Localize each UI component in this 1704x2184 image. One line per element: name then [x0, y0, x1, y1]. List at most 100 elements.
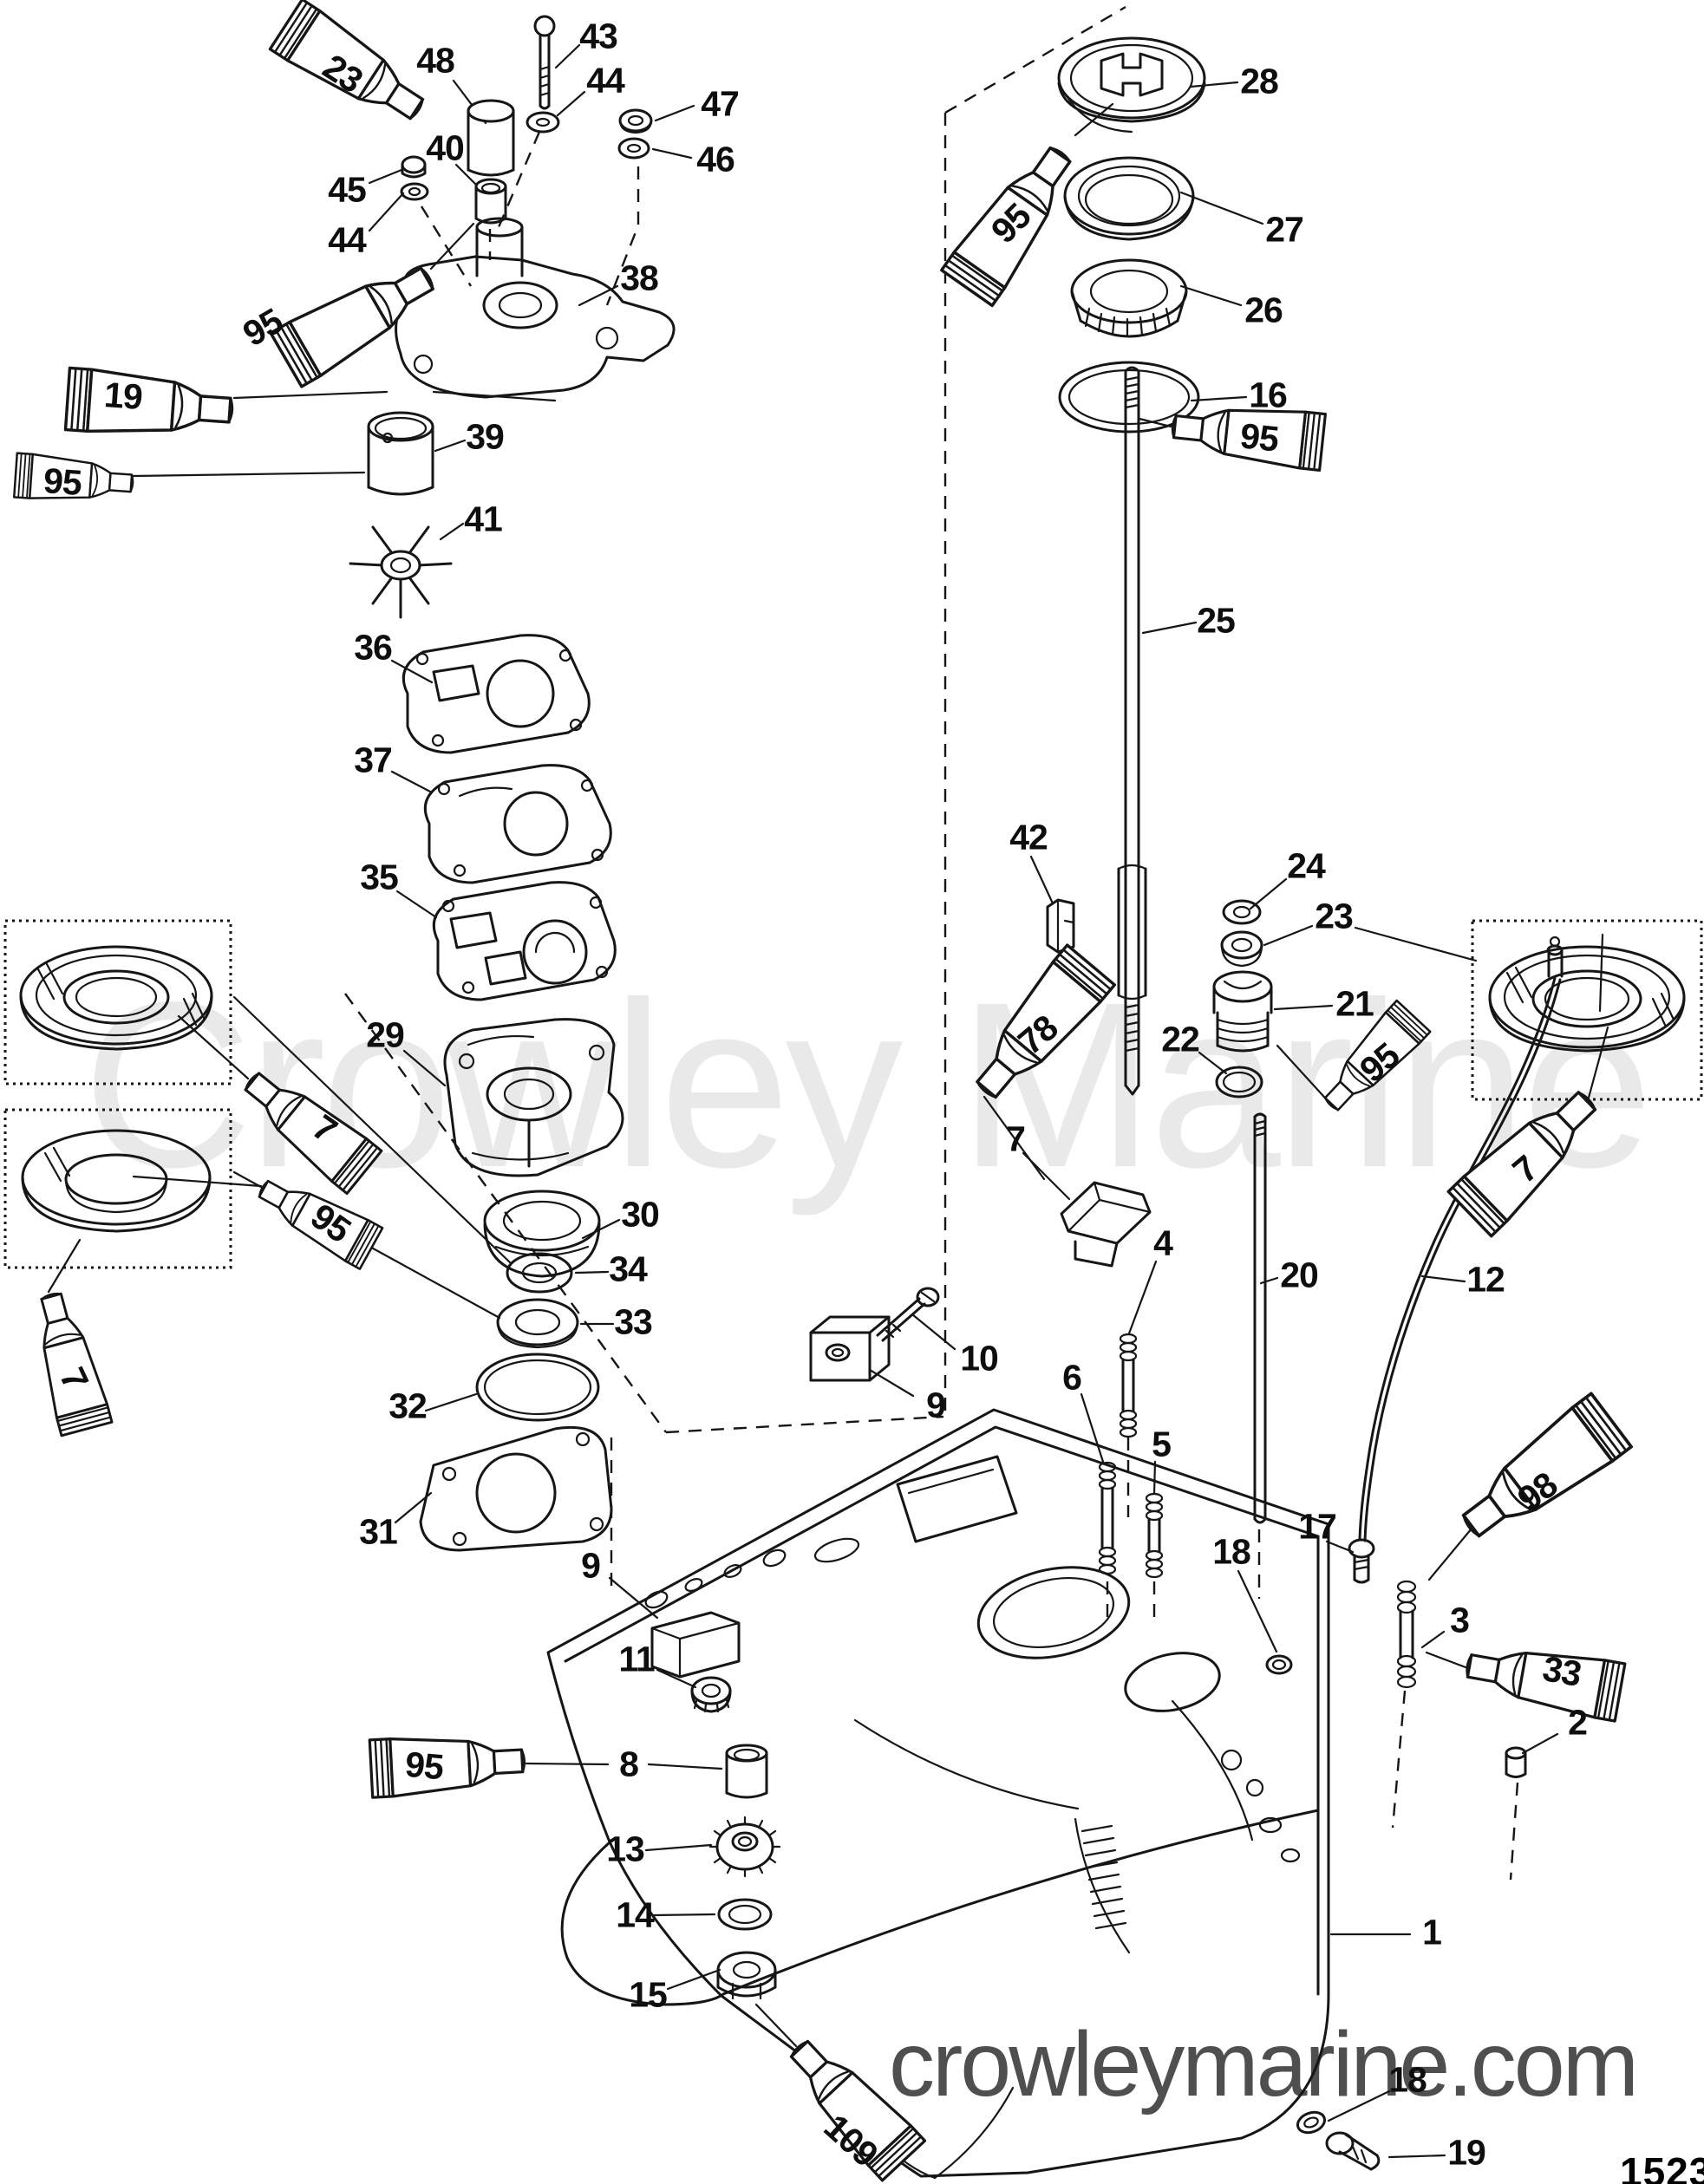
- bearing-race-27: [1063, 156, 1195, 241]
- page-number: 1523: [1620, 2149, 1704, 2184]
- gasket-31: [419, 1425, 613, 1552]
- cylinder-48: [467, 99, 515, 177]
- callout-7: 7: [1505, 1147, 1545, 1191]
- cable-fitting-17: [1348, 1538, 1375, 1584]
- retainer-clip-42: [1046, 898, 1075, 954]
- callout-32: 32: [388, 1385, 428, 1426]
- washer-14: [717, 1898, 773, 1931]
- gear-housing-part-1: [546, 1408, 1330, 2180]
- inset-box-bearing-upper-left: [3, 919, 232, 1085]
- stud-6: [1098, 1461, 1117, 1575]
- callout-29: 29: [366, 1014, 405, 1055]
- callout-9: 9: [926, 1385, 946, 1425]
- callout-95: 95: [1352, 1034, 1407, 1091]
- callout-30: 30: [621, 1194, 660, 1235]
- pump-cup-39: [367, 411, 434, 496]
- plate-37: [423, 764, 612, 884]
- callout-39: 39: [466, 416, 505, 457]
- shift-shaft-guide-bracket-7: [1060, 1181, 1152, 1268]
- washer-44-upper: [526, 111, 560, 134]
- callout-44: 44: [586, 60, 625, 101]
- impeller-41: [349, 525, 453, 619]
- seal-carrier-30: [483, 1190, 601, 1278]
- callout-35: 35: [360, 857, 399, 897]
- oil-seal-33: [496, 1298, 579, 1349]
- washer-46: [617, 137, 650, 160]
- callout-7: 7: [51, 1361, 96, 1396]
- drain-screw-19: [1325, 2131, 1381, 2171]
- callout-12: 12: [1466, 1259, 1505, 1300]
- callout-10: 10: [960, 1338, 999, 1379]
- driveshaft-25: [1117, 366, 1147, 1096]
- callout-109: 109: [816, 2106, 886, 2174]
- callout-78: 78: [1010, 1007, 1066, 1063]
- callout-98: 98: [1510, 1464, 1564, 1520]
- washer-44-lower: [400, 182, 429, 201]
- oil-seal-34: [506, 1252, 573, 1294]
- callout-44: 44: [328, 219, 367, 260]
- callout-14: 14: [616, 1894, 655, 1935]
- callout-27: 27: [1265, 209, 1304, 250]
- callout-4: 4: [1153, 1222, 1173, 1263]
- anode-block-9-lower: [650, 1611, 741, 1679]
- gasket-35: [432, 881, 617, 1001]
- dashed-assembly-lines: [344, 5, 1519, 1881]
- callout-43: 43: [579, 16, 618, 56]
- callout-95: 95: [403, 1744, 445, 1788]
- screw-plug-21: [1212, 970, 1273, 1053]
- nut-15: [716, 1951, 777, 2000]
- bolt-43: [533, 15, 556, 110]
- callout-42: 42: [1009, 817, 1048, 857]
- callout-37: 37: [354, 740, 393, 780]
- callout-18: 18: [1388, 2059, 1427, 2100]
- callout-23: 23: [316, 46, 370, 101]
- o-ring-32: [475, 1353, 600, 1422]
- callout-41: 41: [464, 499, 503, 539]
- callout-28: 28: [1240, 61, 1279, 101]
- callout-95: 95: [1237, 415, 1281, 460]
- tapered-roller-bearing-26: [1070, 258, 1188, 338]
- callout-6: 6: [1062, 1357, 1082, 1398]
- callout-45: 45: [328, 169, 367, 210]
- pump-body-29: [443, 1018, 624, 1177]
- callout-15: 15: [629, 1974, 668, 2015]
- callout-95: 95: [983, 195, 1039, 251]
- callout-23: 23: [1315, 896, 1354, 936]
- callout-3: 3: [1450, 1600, 1470, 1640]
- callout-34: 34: [609, 1248, 648, 1289]
- stud-5: [1145, 1492, 1164, 1579]
- callout-24: 24: [1287, 845, 1326, 886]
- callout-7: 7: [305, 1106, 344, 1151]
- callout-46: 46: [696, 139, 735, 179]
- callout-33: 33: [1539, 1648, 1584, 1694]
- grommet-18: [1265, 1654, 1293, 1675]
- callout-9: 9: [581, 1545, 601, 1586]
- sleeve-40: [474, 178, 507, 225]
- callout-36: 36: [354, 627, 393, 668]
- shift-shaft-20: [1253, 1112, 1267, 1524]
- callout-25: 25: [1197, 600, 1236, 641]
- pinion-gear-13: [708, 1816, 781, 1878]
- callout-48: 48: [416, 40, 455, 81]
- stud-4: [1119, 1333, 1138, 1438]
- locknut-11: [690, 1676, 732, 1713]
- callout-8: 8: [619, 1744, 639, 1784]
- nut-47: [618, 108, 653, 134]
- callout-40: 40: [426, 127, 465, 168]
- callout-47: 47: [701, 83, 740, 124]
- bushing-8: [725, 1744, 768, 1799]
- callout-31: 31: [359, 1511, 398, 1552]
- water-pump-base-38: [395, 217, 676, 402]
- callout-5: 5: [1152, 1424, 1172, 1464]
- ring-23: [1220, 930, 1263, 968]
- washer-24: [1222, 899, 1262, 925]
- callout-38: 38: [620, 258, 659, 298]
- callout-7: 7: [1006, 1118, 1026, 1159]
- callout-1: 1: [1422, 1912, 1442, 1953]
- callout-26: 26: [1244, 290, 1283, 330]
- callout-16: 16: [1249, 375, 1288, 415]
- callout-13: 13: [606, 1829, 645, 1869]
